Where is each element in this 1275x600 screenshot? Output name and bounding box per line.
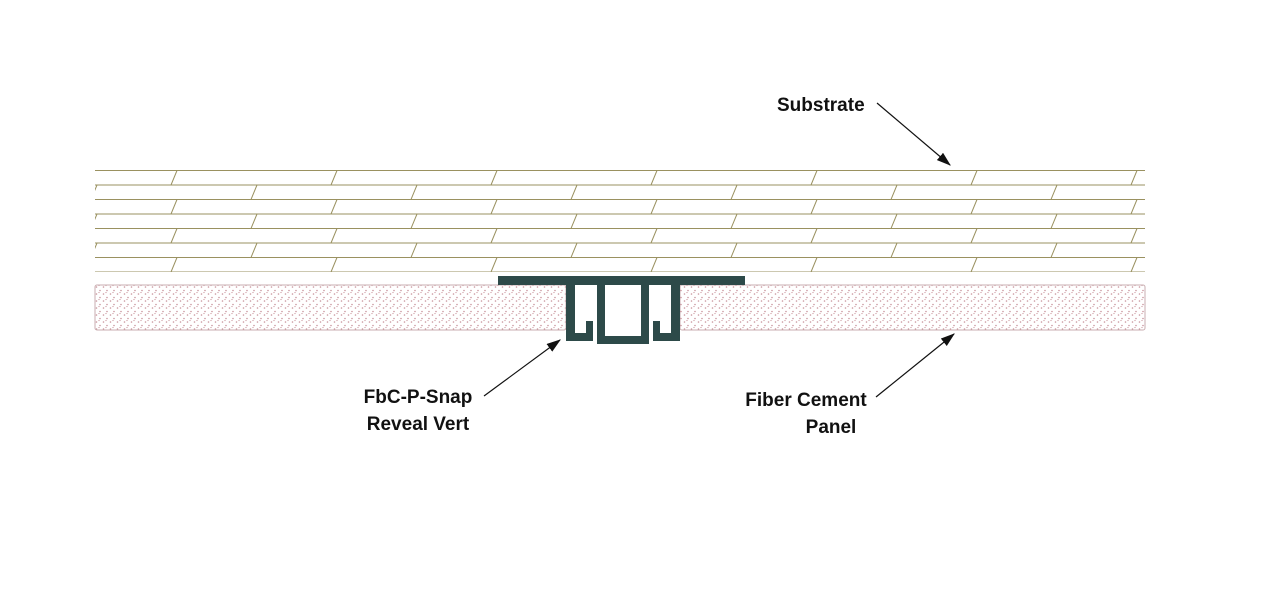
fiber-cement-panel-right [679,284,1146,331]
profile-channel-left-wall [597,285,605,344]
leader-lines [483,102,955,398]
profile-right-leg [671,285,680,341]
panel-label-line1: Fiber Cement [745,390,867,411]
profile-top-plate [498,276,745,285]
profile-channel-right-wall [641,285,649,344]
profile-left-leg [566,285,575,341]
panel-leader-line [875,333,955,398]
profile-right-snap-barb [653,321,660,341]
profile-channel-bottom [597,336,649,344]
profile-left-snap-barb [586,321,593,341]
reveal-label-line2: Reveal Vert [367,414,470,435]
fiber-cement-panel-left [94,284,567,331]
profile-right-foot [653,333,680,341]
snap-reveal-profile [498,276,745,344]
reveal-label-line1: FbC-P-Snap [364,387,473,408]
substrate-label: Substrate [777,95,865,116]
profile-left-foot [566,333,593,341]
panel-label-line2: Panel [806,417,857,438]
substrate-leader-line [876,102,951,166]
substrate-layer [95,170,1145,272]
annotations: Substrate FbC-P-Snap Reveal Vert Fiber C… [364,95,868,438]
reveal-leader-line [483,339,561,397]
